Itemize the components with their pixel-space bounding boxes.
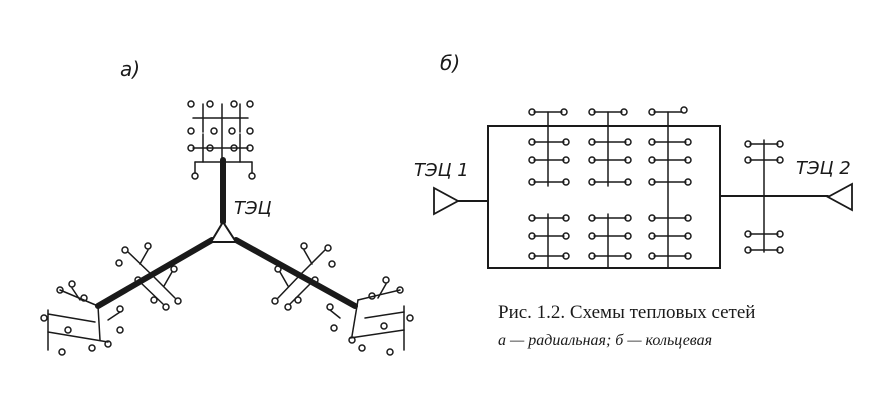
panel-b-letter: б)	[440, 51, 460, 75]
branch-lower-right	[271, 242, 414, 356]
ring-consumers-outside	[744, 139, 784, 254]
chp-source-label: ТЭЦ	[234, 198, 272, 219]
radial-trunk-lines	[95, 157, 358, 309]
ring-consumers-upper	[528, 106, 692, 269]
chp-1-label: ТЭЦ 1	[414, 160, 469, 181]
ring-main-loop	[487, 125, 721, 269]
figure-caption-title: Рис. 1.2. Схемы тепловых сетей	[498, 302, 755, 323]
panel-a-letter: а)	[120, 57, 140, 81]
ring-consumers-lower	[528, 213, 692, 269]
ring-network-diagram: б) ТЭЦ 1 ТЭЦ 2	[414, 51, 853, 269]
branch-lower-left	[40, 242, 182, 356]
chp-2-label: ТЭЦ 2	[796, 158, 851, 179]
consumer-group-top	[187, 100, 256, 180]
chp-2-triangle	[826, 182, 853, 212]
radial-network-diagram: а) ТЭЦ	[40, 57, 414, 356]
chp-1-triangle	[433, 186, 460, 216]
figure-caption-legend: а — радиальная; б — кольцевая	[498, 332, 712, 349]
chp-source-triangle	[209, 220, 238, 243]
